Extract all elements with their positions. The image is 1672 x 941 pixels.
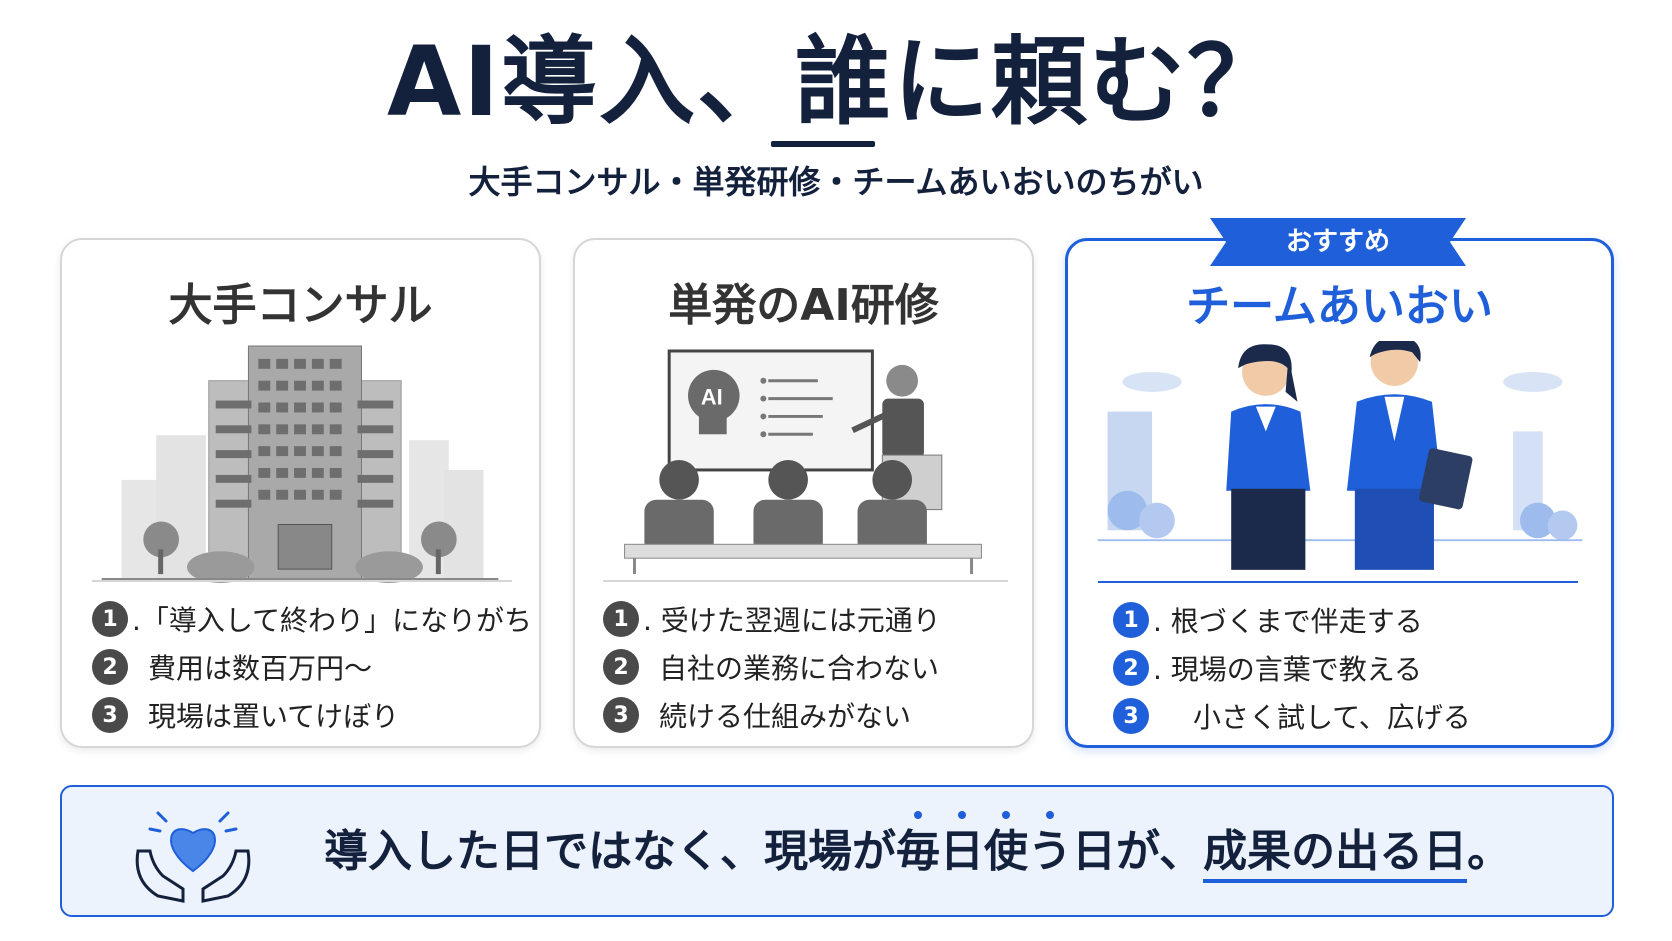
conclusion-part1: 導入した日ではなく、現場が	[324, 826, 896, 877]
list-item: 1. 受けた翌週には元通り	[603, 595, 941, 643]
card-divider	[92, 580, 512, 582]
number-badge: 2	[92, 649, 128, 685]
page-title: AI導入、誰に頼む？	[0, 22, 1672, 142]
office-building-illustration	[101, 345, 499, 584]
underlined-result-day: 成果の出る日	[1203, 826, 1468, 883]
number-badge: 3	[1113, 698, 1149, 734]
conclusion-text: 導入した日ではなく、現場が毎日使う日が、成果の出る日。	[324, 811, 1512, 887]
recommended-badge: おすすめ	[1210, 218, 1466, 266]
training-seminar-illustration: AI	[624, 349, 982, 575]
conclusion-part3: 日が、	[1072, 826, 1204, 877]
screen-ai-label: AI	[701, 385, 723, 410]
page-subtitle: 大手コンサル・単発研修・チームあいおいのちがい	[468, 163, 1204, 201]
recommended-badge-label: おすすめ	[1285, 227, 1390, 257]
team-partners-illustration	[1097, 341, 1583, 570]
conclusion-part5: 。	[1467, 826, 1512, 877]
number-badge: 1	[603, 601, 639, 637]
number-badge: 1	[1113, 602, 1149, 638]
title-underline	[771, 141, 875, 147]
number-badge: 3	[92, 697, 128, 733]
title-prefix: AI導入、	[386, 26, 795, 138]
number-badge: 2	[603, 649, 639, 685]
list-item: 1. 根づくまで伴走する	[1113, 596, 1471, 644]
number-badge: 3	[603, 697, 639, 733]
card-title: 単発のAI研修	[668, 280, 939, 331]
card-divider	[603, 580, 1008, 582]
card-title: 大手コンサル	[168, 280, 433, 331]
conclusion-banner: 導入した日ではなく、現場が毎日使う日が、成果の出る日。	[60, 785, 1614, 917]
number-badge: 1	[92, 601, 128, 637]
emphasis-dots	[896, 811, 1072, 819]
number-badge: 2	[1113, 650, 1149, 686]
heart-hands-icon	[135, 811, 251, 903]
emphasis-every-day-use: 毎日使う	[896, 811, 1072, 887]
card-title: チームあいおい	[1186, 281, 1493, 332]
title-underlined-word: 誰	[795, 26, 893, 138]
card-divider	[1098, 581, 1578, 583]
title-suffix: に頼む？	[893, 26, 1285, 138]
list-item: 2. 現場の言葉で教える	[1113, 644, 1471, 692]
list-item: 1.「導入して終わり」になりがち	[92, 595, 532, 643]
